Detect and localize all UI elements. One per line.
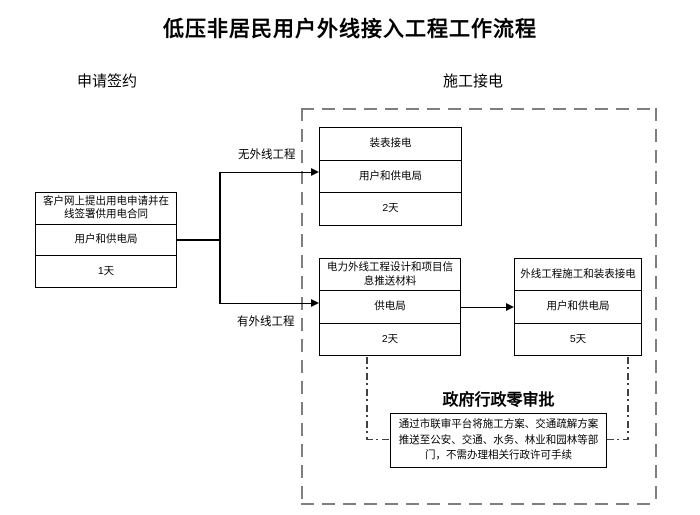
flow-node-apply: 客户网上提出用电申请并在线签署供用电合同 用户和供电局 1天 bbox=[35, 192, 177, 288]
connector-branch-vertical bbox=[219, 172, 221, 304]
flow-node-design: 电力外线工程设计和项目信息推送材料 供电局 2天 bbox=[319, 258, 461, 356]
dashdot-construct-down bbox=[627, 357, 629, 439]
design-actor-label: 供电局 bbox=[320, 291, 460, 324]
construct-duration-label: 5天 bbox=[569, 332, 587, 345]
meter-step-label: 装表接电 bbox=[320, 128, 461, 161]
apply-duration-label: 1天 bbox=[97, 264, 115, 277]
arrowhead-to-meter bbox=[311, 168, 319, 176]
branch-label-has-external-line: 有外线工程 bbox=[237, 316, 295, 328]
flow-node-construct: 外线工程施工和装表接电 用户和供电局 5天 bbox=[514, 258, 642, 356]
section-label-construction-power: 施工接电 bbox=[443, 73, 504, 90]
approval-note-box: 通过市联审平台将施工方案、交通疏解方案推送至公安、交通、水务、林业和园林等部门，… bbox=[390, 413, 607, 468]
section-label-apply-sign: 申请签约 bbox=[77, 73, 138, 90]
connector-has-line-arrow-shaft bbox=[219, 302, 312, 304]
connector-apply-to-branch bbox=[177, 239, 219, 241]
flow-node-meter: 装表接电 用户和供电局 2天 bbox=[319, 127, 462, 226]
apply-step-label: 客户网上提出用电申请并在线签署供用电合同 bbox=[36, 193, 176, 225]
connector-design-to-construct-shaft bbox=[461, 306, 507, 308]
meter-duration-label: 2天 bbox=[382, 202, 399, 215]
dashdot-right-into-note bbox=[607, 438, 629, 440]
page-title: 低压非居民用户外线接入工程工作流程 bbox=[163, 18, 537, 41]
connector-no-line-arrow-shaft bbox=[219, 171, 312, 173]
dashdot-design-down bbox=[366, 357, 368, 439]
construct-step-label: 外线工程施工和装表接电 bbox=[515, 259, 641, 292]
construct-actor-label: 用户和供电局 bbox=[515, 291, 641, 324]
design-duration-label: 2天 bbox=[381, 332, 399, 345]
arrowhead-to-design bbox=[311, 299, 319, 307]
apply-actor-label: 用户和供电局 bbox=[36, 225, 176, 257]
branch-label-no-external-line: 无外线工程 bbox=[238, 149, 296, 161]
dashdot-left-into-note bbox=[366, 438, 390, 440]
approval-heading: 政府行政零审批 bbox=[442, 392, 555, 409]
meter-actor-label: 用户和供电局 bbox=[320, 161, 461, 194]
arrowhead-to-construct bbox=[506, 303, 514, 311]
design-step-label: 电力外线工程设计和项目信息推送材料 bbox=[320, 259, 460, 292]
